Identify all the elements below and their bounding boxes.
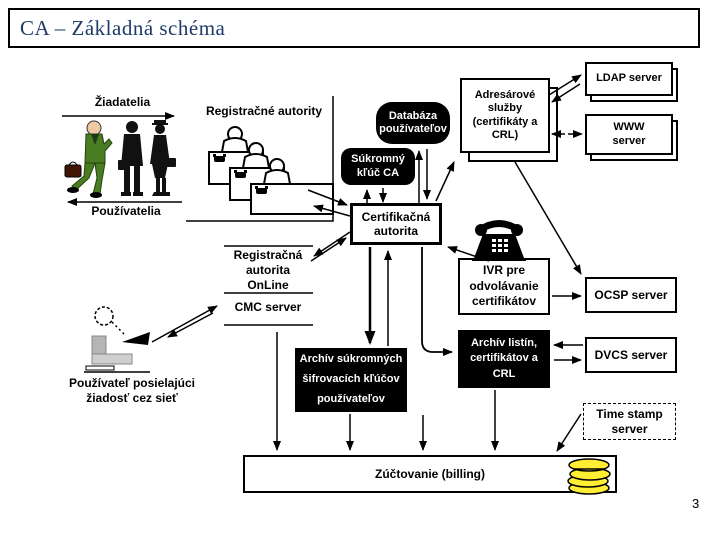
label-pouzivatelia: Používatelia <box>91 204 161 218</box>
node-time-stamp-server: Time stamp server <box>583 403 676 440</box>
node-zuctovanie-billing: Zúčtovanie (billing) <box>243 455 617 493</box>
coins-icon <box>566 452 612 496</box>
applicants-silhouettes-icon <box>118 120 176 198</box>
title-bar: CA – Základná schéma <box>8 8 700 48</box>
node-ldap-server: LDAP server <box>585 62 673 96</box>
label-registracne-autority: Registračné autority <box>205 104 323 118</box>
telephone-icon <box>470 218 528 262</box>
node-ocsp-server: OCSP server <box>585 277 677 313</box>
node-certifikacna-autorita: Certifikačná autorita <box>350 203 442 245</box>
node-databaza-pouzivatelov: Databáza používateľov <box>376 102 450 144</box>
node-archiv-listin: Archív listín, certifikátov a CRL <box>458 330 550 388</box>
page-number: 3 <box>692 496 700 511</box>
label-user-sending-request: Používateľ posielajúci žiadosť cez sieť <box>69 376 195 405</box>
label-registracna-autorita-online: Registračná autorita OnLine <box>233 248 303 292</box>
node-dvcs-server: DVCS server <box>585 337 677 373</box>
label-ziadatelia: Žiadatelia <box>94 95 151 109</box>
businessman-green-icon <box>64 120 120 198</box>
registration-desks-icon <box>205 126 335 218</box>
node-sukromny-kluc-ca: Súkromný kľúč CA <box>341 148 415 185</box>
node-ivr-odvolavanie: IVR pre odvolávanie certifikátov <box>458 258 550 315</box>
node-archiv-sukromnych-klucov: Archív súkromných šifrovacích kľúčov pou… <box>295 348 407 412</box>
node-adresarove-sluzby: Adresárové služby (certifikáty a CRL) <box>460 78 550 153</box>
label-cmc-server: CMC server <box>234 300 302 314</box>
user-at-computer-icon <box>72 296 154 376</box>
page-title: CA – Základná schéma <box>20 15 226 40</box>
node-www-server: WWW server <box>585 114 673 155</box>
